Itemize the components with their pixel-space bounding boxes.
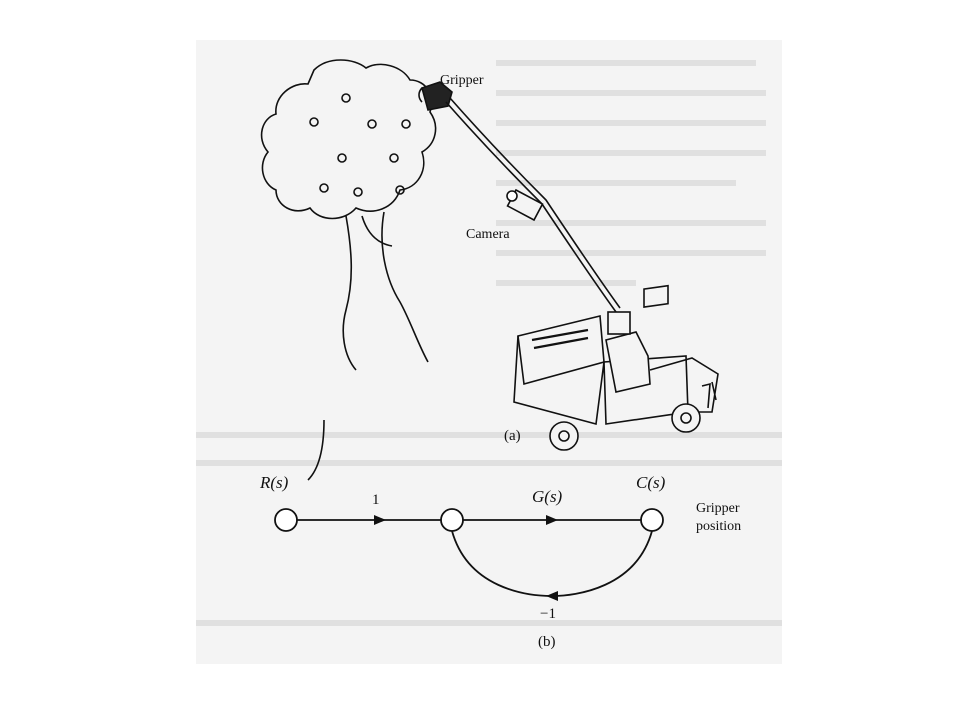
- fruit: [389, 153, 399, 163]
- forward-gain-label: 1: [372, 492, 380, 508]
- fruit: [319, 183, 329, 193]
- fruit: [401, 119, 411, 129]
- arrow-feedback: [546, 591, 558, 601]
- gripper-label: Gripper: [440, 73, 484, 88]
- fruit: [337, 153, 347, 163]
- tree-trunk: [342, 211, 429, 371]
- node-input: [274, 508, 298, 532]
- camera-label: Camera: [466, 227, 510, 242]
- node-middle: [440, 508, 464, 532]
- truck-cab: [605, 331, 651, 393]
- truck-grill: [701, 381, 717, 409]
- output-note-line1: Gripper: [696, 501, 740, 516]
- truck-wheel-rear: [549, 421, 579, 451]
- node-output: [640, 508, 664, 532]
- arrow-forward-1: [374, 515, 386, 525]
- tree-branch: [361, 215, 393, 247]
- truck-hood: [649, 357, 719, 413]
- orchard-illustration: [260, 59, 719, 481]
- signal-flow-graph: [274, 508, 664, 597]
- branch-arrows: [374, 515, 558, 601]
- figure-canvas: Gripper Camera (a) R(s) 1 G(s) C(s) Grip…: [196, 59, 782, 650]
- arm-base: [607, 311, 631, 335]
- scanned-figure-page: Gripper Camera (a) R(s) 1 G(s) C(s) Grip…: [196, 40, 782, 664]
- truck-bed-front: [513, 335, 605, 426]
- input-label: R(s): [259, 473, 289, 492]
- branch-feedback: [451, 530, 653, 597]
- truck-wheel-front: [671, 403, 701, 433]
- fruit: [341, 93, 351, 103]
- tree-canopy: [260, 59, 437, 220]
- feedback-gain-label: −1: [540, 606, 556, 622]
- caption-b: (b): [538, 634, 556, 650]
- output-note-line2: position: [696, 519, 741, 534]
- fruit: [309, 117, 319, 127]
- output-label: C(s): [636, 473, 666, 492]
- fruit: [367, 119, 377, 129]
- caption-a: (a): [504, 428, 521, 444]
- fruit: [353, 187, 363, 197]
- bleed-through-text: [196, 60, 782, 626]
- truck-bed: [517, 315, 605, 386]
- gripper-jaw: [418, 87, 423, 103]
- arrow-forward-g: [546, 515, 558, 525]
- truck-cab-window: [643, 284, 669, 308]
- fruit: [395, 185, 405, 195]
- plant-label: G(s): [532, 487, 563, 506]
- tree-root: [307, 419, 325, 481]
